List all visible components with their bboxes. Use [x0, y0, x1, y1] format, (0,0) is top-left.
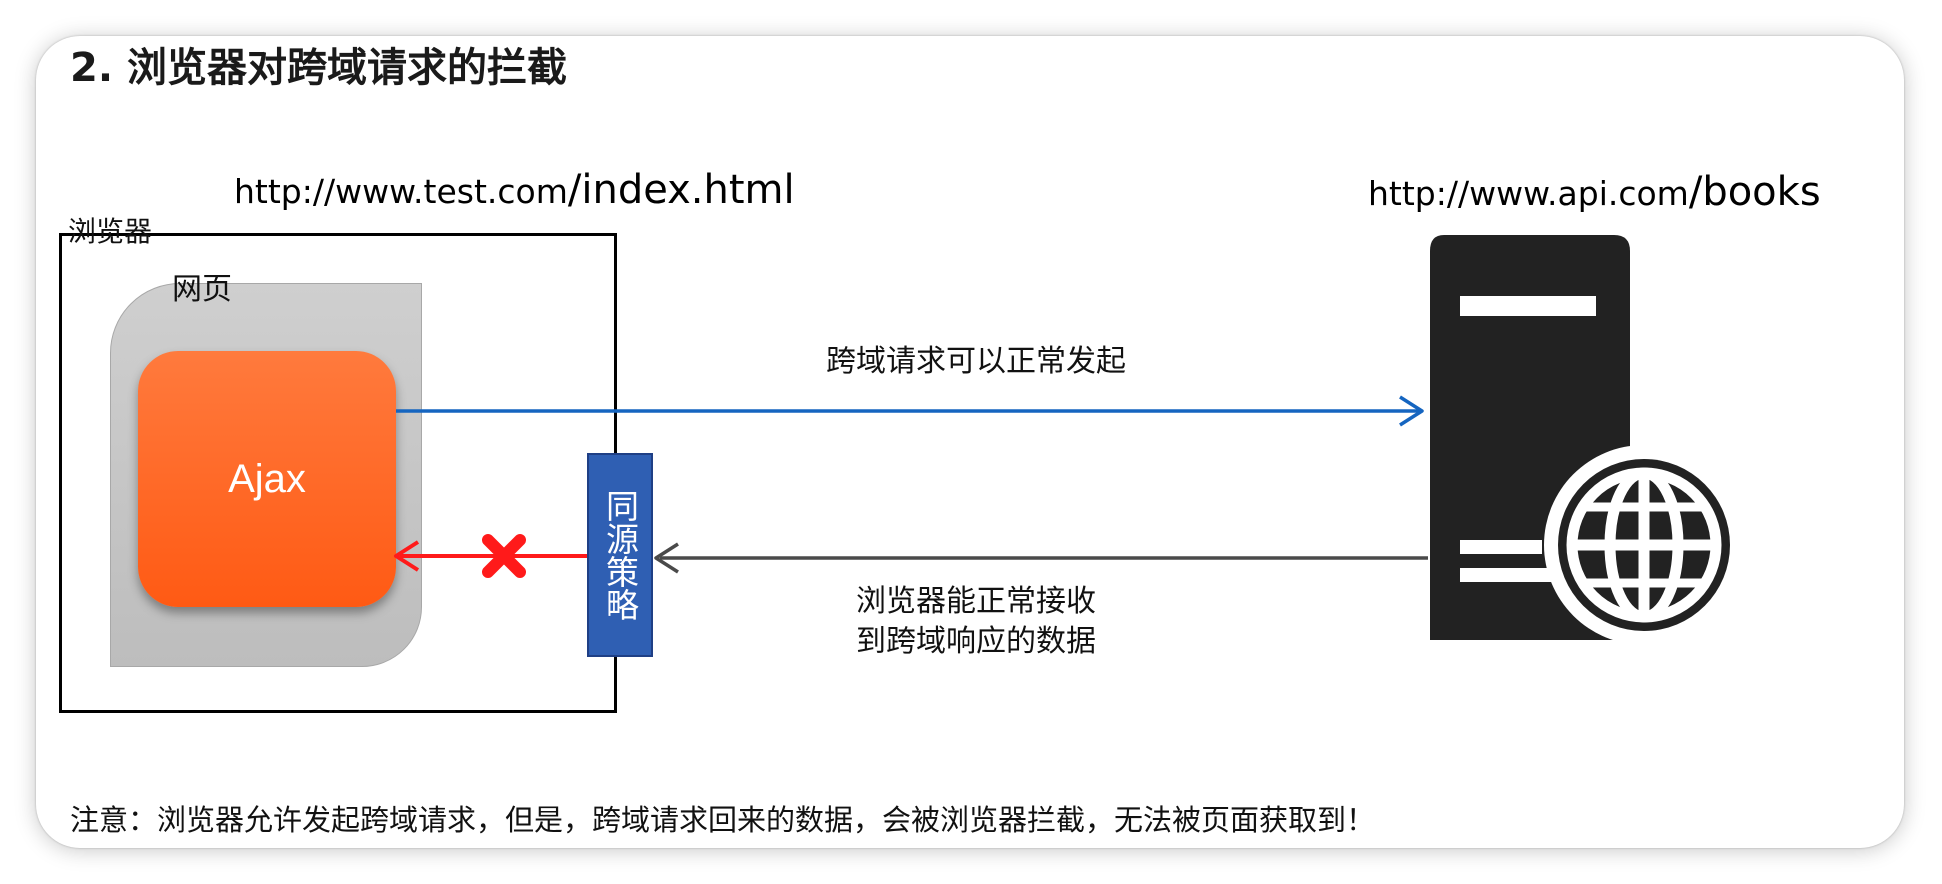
response-label-line1: 浏览器能正常接收 — [856, 584, 1096, 619]
response-arrow — [654, 542, 1428, 574]
blocked-x-icon — [482, 534, 526, 578]
response-label-line2: 到跨域响应的数据 — [856, 624, 1096, 659]
request-label: 跨域请求可以正常发起 — [826, 344, 1126, 379]
request-arrow — [396, 395, 1424, 427]
footer-note: 注意：浏览器允许发起跨域请求，但是，跨域请求回来的数据，会被浏览器拦截，无法被页… — [70, 803, 1376, 837]
api-url-path: /books — [1688, 169, 1821, 215]
slide-title: 2. 浏览器对跨域请求的拦截 — [70, 45, 567, 91]
origin-url: http://www.test.com/index.html — [234, 170, 795, 210]
same-origin-policy-block: 同源策略 — [587, 453, 653, 657]
browser-label: 浏览器 — [68, 215, 153, 248]
origin-url-prefix: http://www.test.com — [234, 172, 568, 211]
api-url: http://www.api.com/books — [1368, 172, 1821, 212]
policy-label: 同源策略 — [600, 489, 640, 621]
blocked-arrow — [394, 540, 587, 572]
origin-url-path: /index.html — [567, 167, 795, 213]
api-url-prefix: http://www.api.com — [1368, 174, 1689, 213]
ajax-label: Ajax — [228, 456, 306, 501]
webpage-label: 网页 — [172, 272, 232, 307]
ajax-block: Ajax — [138, 351, 396, 607]
globe-icon — [1544, 445, 1744, 645]
